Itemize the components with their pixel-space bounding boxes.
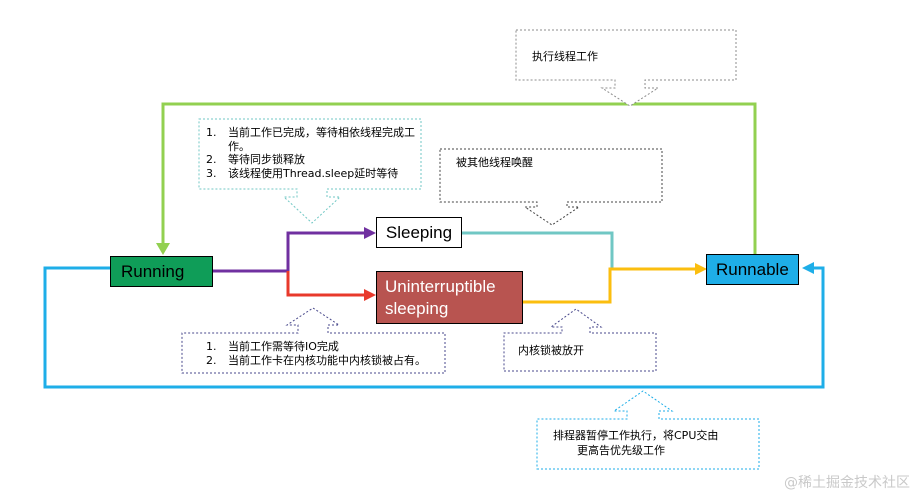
sleeping-label: Sleeping xyxy=(385,222,453,242)
woken-note: 被其他线程唤醒 xyxy=(456,156,533,170)
uninterruptible-label-line2: sleeping xyxy=(385,298,449,318)
io-reason-text: 当前工作卡在内核功能中内核锁被占有。 xyxy=(228,353,426,367)
sleeping-to-runnable-path xyxy=(461,231,614,269)
uninterruptible-label-line1: Uninterruptible xyxy=(385,276,496,296)
sleep-reasons-callout-shape xyxy=(198,118,422,224)
io-reasons-callout-shape xyxy=(181,307,446,374)
woken-callout-shape xyxy=(439,148,663,226)
uninterruptible-to-runnable-path xyxy=(523,267,697,304)
scheduler-text-line2: 更高告优先级工作 xyxy=(577,444,665,457)
sleep-reasons-note: 1. 当前工作已完成，等待相依线程完成工作。 2. 等待同步锁释放 3. 该线程… xyxy=(206,126,418,180)
runnable-arrowhead-yellow xyxy=(695,263,707,275)
sleeping-state: Sleeping xyxy=(376,217,462,248)
run-thread-callout-shape xyxy=(515,29,737,107)
io-reasons-list: 1. 当前工作需等待IO完成 2. 当前工作卡在内核功能中内核锁被占有。 xyxy=(206,340,442,367)
lock-released-text: 内核锁被放开 xyxy=(518,344,584,357)
runnable-label: Runnable xyxy=(716,259,789,279)
running-to-runnable-path xyxy=(43,266,825,389)
io-reason-num: 1. xyxy=(206,340,217,353)
running-state: Running xyxy=(110,256,213,287)
runnable-to-running-path xyxy=(161,102,757,254)
runnable-state: Runnable xyxy=(706,254,799,285)
uninterruptible-arrowhead xyxy=(364,289,376,301)
sleeping-arrowhead xyxy=(364,227,376,239)
watermark: @稀土掘金技术社区 xyxy=(784,475,910,491)
io-reason-num: 2. xyxy=(206,353,217,367)
uninterruptible-sleeping-state: Uninterruptible sleeping xyxy=(376,271,523,324)
woken-text: 被其他线程唤醒 xyxy=(456,156,533,169)
sleep-reason-item: 3. 该线程使用Thread.sleep延时等待 xyxy=(206,167,418,181)
io-reason-text: 当前工作需等待IO完成 xyxy=(228,340,339,353)
lock-released-callout-shape xyxy=(503,308,657,372)
runnable-arrowhead-blue xyxy=(802,262,814,274)
run-thread-note: 执行线程工作 xyxy=(532,50,598,64)
running-arrowhead xyxy=(156,243,170,255)
sleep-reasons-list: 1. 当前工作已完成，等待相依线程完成工作。 2. 等待同步锁释放 3. 该线程… xyxy=(206,126,418,180)
sleep-reason-num: 2. xyxy=(206,153,217,166)
sleep-reason-num: 1. xyxy=(206,126,217,139)
running-to-uninterruptible-path xyxy=(286,271,366,297)
running-to-sleeping-path xyxy=(213,231,366,273)
sleep-reason-item: 2. 等待同步锁释放 xyxy=(206,153,418,167)
sleep-reason-text: 当前工作已完成，等待相依线程完成工作。 xyxy=(228,126,415,153)
sleep-reason-num: 3. xyxy=(206,166,217,180)
sleep-reason-item: 1. 当前工作已完成，等待相依线程完成工作。 xyxy=(206,126,418,153)
running-label: Running xyxy=(121,261,185,281)
sleep-reason-text: 等待同步锁释放 xyxy=(228,153,305,166)
run-thread-text: 执行线程工作 xyxy=(532,50,598,63)
sleep-reason-text: 该线程使用Thread.sleep延时等待 xyxy=(228,166,399,180)
scheduler-callout-shape xyxy=(536,390,760,470)
scheduler-text-line1: 排程器暂停工作执行，将CPU交由 xyxy=(553,429,719,442)
scheduler-note: 排程器暂停工作执行，将CPU交由 更高告优先级工作 xyxy=(553,428,718,458)
lock-released-note: 内核锁被放开 xyxy=(518,344,584,358)
io-reason-item: 2. 当前工作卡在内核功能中内核锁被占有。 xyxy=(206,354,442,368)
io-reasons-note: 1. 当前工作需等待IO完成 2. 当前工作卡在内核功能中内核锁被占有。 xyxy=(206,340,442,367)
io-reason-item: 1. 当前工作需等待IO完成 xyxy=(206,340,442,354)
